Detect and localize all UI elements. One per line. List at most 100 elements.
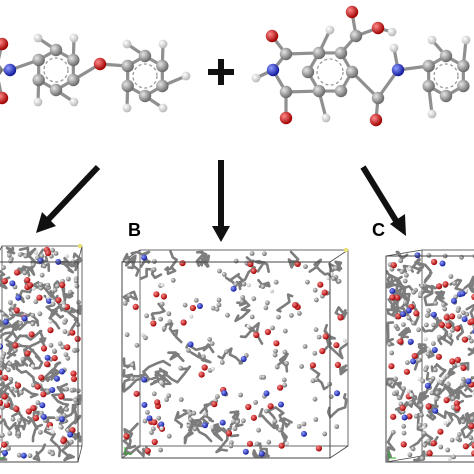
right-mol-hydrogen-atom (389, 43, 399, 53)
box-a-oxygen-atom (38, 374, 45, 381)
box-c-polymer-chain (440, 331, 454, 346)
box-b-polymer-chain (254, 259, 270, 273)
box-b-polymer-chain (150, 373, 162, 383)
box-c-polymer-chain (470, 376, 474, 383)
box-a-carbon-atom (1, 265, 6, 270)
box-b-oxygen-atom (333, 342, 340, 349)
box-a-polymer-chain (0, 331, 41, 360)
box-b-carbon-atom (142, 418, 148, 424)
box-b-carbon-atom (240, 295, 246, 300)
box-a-oxygen-atom (1, 441, 8, 448)
box-c-carbon-atom (457, 432, 462, 437)
box-b-carbon-atom (263, 305, 269, 311)
box-a-carbon-atom (38, 282, 44, 287)
box-a-polymer-chain (14, 359, 36, 385)
box-c-nitrogen-atom (424, 382, 431, 389)
box-a-polymer-chain (0, 418, 17, 431)
box-c-polymer-chain (411, 257, 425, 275)
box-a-nitrogen-atom (20, 452, 27, 459)
box-b-carbon-atom (305, 279, 310, 285)
box-b-carbon-atom (209, 341, 215, 346)
box-b-oxygen-atom (319, 348, 326, 355)
box-b-carbon-atom (282, 328, 288, 334)
box-c-carbon-atom (423, 367, 428, 373)
box-b-polymer-chain (237, 256, 256, 291)
box-a-corner-marker (77, 243, 83, 249)
box-c-carbon-atom (399, 269, 405, 275)
box-b-carbon-atom (313, 327, 319, 332)
box-c-oxygen-atom (454, 405, 461, 412)
box-b-oxygen-atom (133, 390, 140, 397)
box-c-oxygen-atom (435, 353, 442, 360)
box-c-carbon-atom (419, 283, 425, 289)
box-b-carbon-atom (129, 376, 135, 381)
box-a-polymer-chain (43, 416, 62, 458)
box-b-carbon-atom (282, 349, 288, 355)
box-a-polymer-chain (71, 394, 82, 414)
box-c-oxygen-atom (426, 450, 433, 457)
box-c-hydrogen-atom (464, 288, 469, 293)
box-c-carbon-atom (461, 310, 466, 316)
box-c-polymer-chain (421, 316, 441, 333)
box-b-oxygen-atom (273, 340, 280, 347)
box-b-carbon-atom (254, 441, 260, 447)
box-c-oxygen-atom (443, 397, 450, 404)
box-c-oxygen-atom (400, 441, 407, 448)
box-c-carbon-atom (459, 382, 465, 387)
box-c-carbon-atom (405, 360, 410, 365)
box-c-carbon-atom (418, 293, 423, 298)
box-a-carbon-atom (22, 270, 28, 276)
box-c-carbon-atom (438, 444, 444, 450)
box-c-carbon-atom (424, 313, 430, 318)
box-b-hydrogen-atom (342, 338, 347, 343)
box-a-oxygen-atom (30, 405, 37, 412)
box-b-carbon-atom (277, 427, 283, 433)
box-b-nitrogen-atom (196, 303, 203, 309)
box-b-back-face (139, 249, 349, 447)
box-a-oxygen-atom (32, 415, 40, 422)
box-b-carbon-atom (158, 316, 164, 322)
box-a-nitrogen-atom (37, 257, 44, 264)
box-a-carbon-atom (30, 312, 36, 318)
box-a-edge (77, 445, 83, 463)
box-c-carbon-atom (417, 422, 423, 428)
box-a-carbon-atom (25, 294, 31, 300)
box-a-carbon-atom (16, 452, 22, 458)
box-b-oxygen-atom (317, 281, 324, 288)
left-mol-hydrogen-atom (33, 97, 43, 107)
right-mol-aromatic-ring (433, 63, 459, 89)
box-b-oxygen-atom (150, 320, 157, 327)
box-c-polymer-chain (386, 321, 395, 346)
box-b-carbon-atom (178, 365, 184, 371)
box-c-nitrogen-atom (430, 311, 437, 318)
box-b-carbon-atom (233, 281, 239, 287)
box-b-carbon-atom (166, 311, 172, 317)
right-mol-carbon-atom (279, 85, 293, 99)
box-b-polymer-chain (276, 352, 289, 373)
box-c-carbon-atom (390, 429, 396, 435)
box-c-oxygen-atom (449, 313, 456, 320)
box-a-hydrogen-atom (57, 424, 62, 429)
box-b-carbon-atom (282, 382, 288, 388)
box-a-hydrogen-atom (34, 250, 39, 255)
box-a-carbon-atom (67, 289, 73, 295)
right-mol-carbon-atom (422, 59, 435, 73)
box-c-carbon-atom (416, 327, 421, 333)
box-c-nitrogen-atom (400, 311, 406, 318)
box-b-carbon-atom (124, 332, 130, 338)
box-b-corner-marker (343, 247, 349, 253)
box-b-hydrogen-atom (140, 333, 145, 337)
box-a-oxygen-atom (55, 297, 62, 304)
box-b-carbon-atom (217, 268, 222, 274)
box-b-oxygen-atom (315, 445, 322, 452)
box-a-carbon-atom (8, 376, 14, 382)
box-a-polymer-chain (18, 329, 46, 343)
left-mol-carbon-atom (0, 65, 3, 75)
box-c-carbon-atom (455, 308, 461, 313)
box-b-polymer-chain (122, 373, 147, 393)
box-a-oxygen-atom (0, 399, 4, 406)
box-c-polymer-chain (416, 390, 429, 410)
box-b-carbon-atom (130, 362, 135, 368)
box-a-carbon-atom (52, 348, 57, 354)
